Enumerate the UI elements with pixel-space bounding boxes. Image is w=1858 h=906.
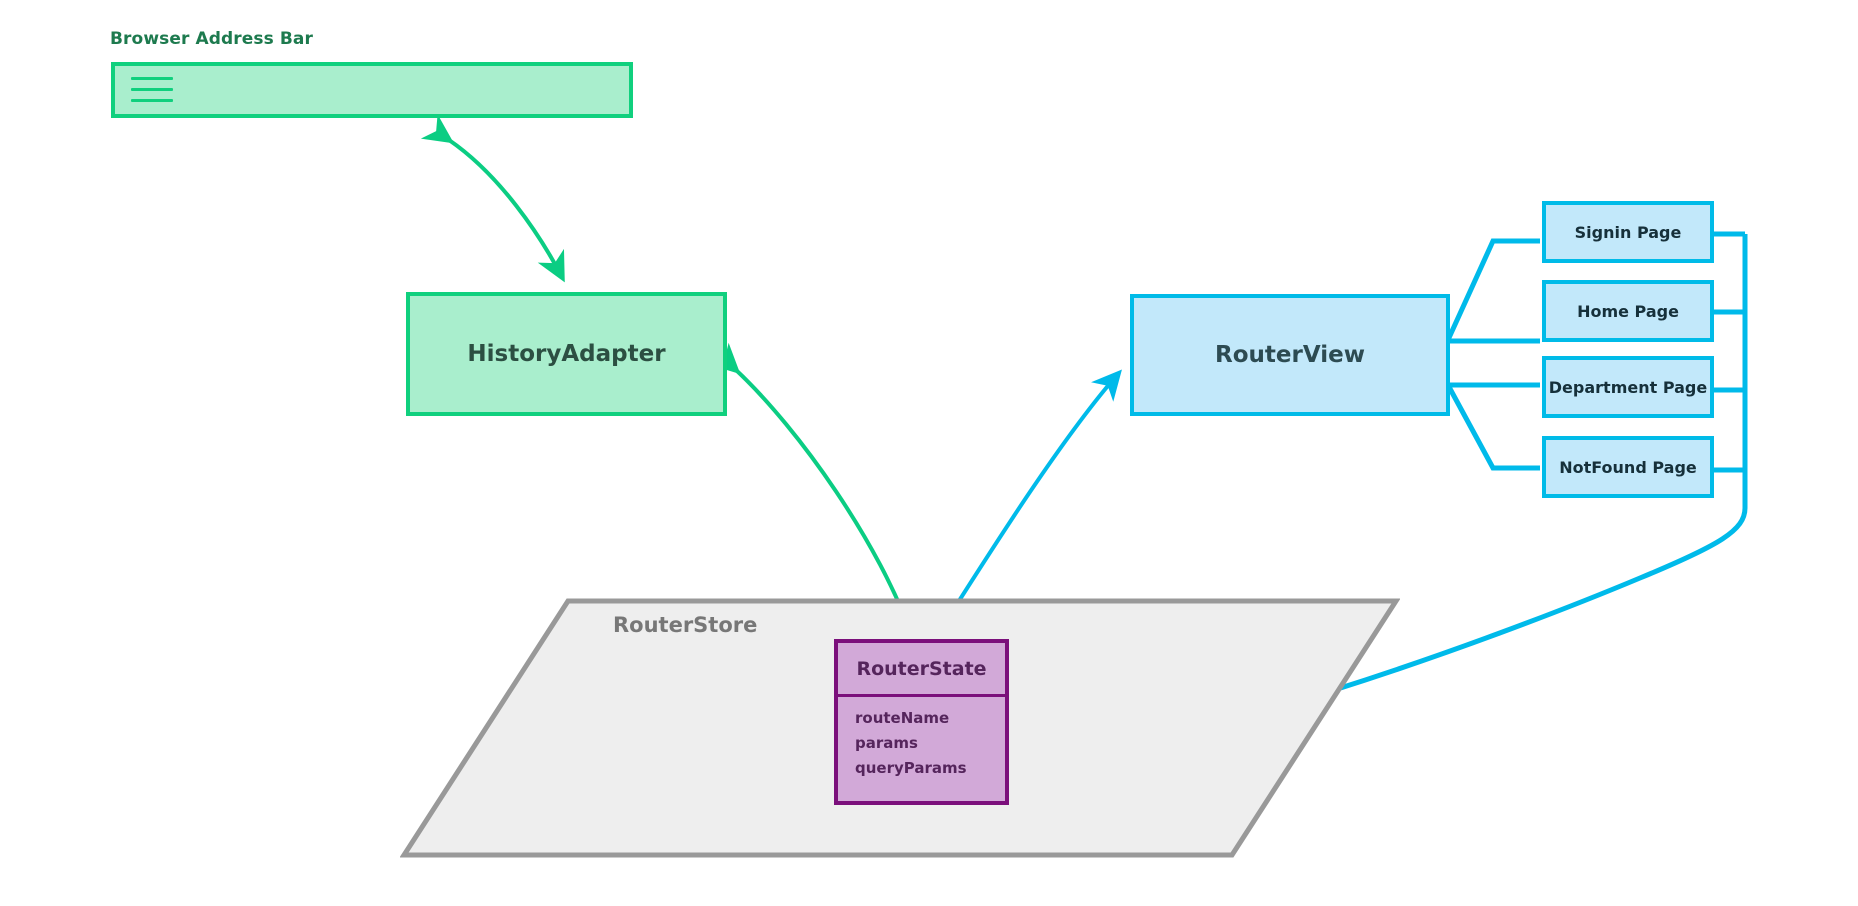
node-history-adapter[interactable]: HistoryAdapter [406, 292, 727, 416]
router-state-field-routename: routeName [855, 709, 950, 727]
node-page-department[interactable]: Department Page [1542, 356, 1714, 418]
wire-routerview-page-3 [1445, 383, 1540, 471]
node-router-view-label: RouterView [1215, 342, 1365, 368]
menu-icon [131, 77, 173, 110]
node-router-state-fields: routeName params queryParams [838, 697, 1005, 780]
node-page-home[interactable]: Home Page [1542, 280, 1714, 342]
router-state-field-params: params [855, 733, 918, 752]
router-state-field-queryparams: queryParams [855, 758, 967, 777]
node-page-signin[interactable]: Signin Page [1542, 201, 1714, 263]
node-page-department-label: Department Page [1548, 377, 1708, 397]
wire-addressbar-historyadapter [420, 114, 565, 283]
node-page-notfound[interactable]: NotFound Page [1542, 436, 1714, 498]
node-router-store-label: RouterStore [613, 613, 758, 637]
node-page-notfound-label: NotFound Page [1559, 457, 1697, 477]
node-page-signin-label: Signin Page [1574, 222, 1682, 242]
node-history-adapter-label: HistoryAdapter [467, 341, 666, 367]
node-router-state-title: RouterState [838, 643, 1005, 697]
node-router-state[interactable]: RouterState routeName params queryParams [834, 639, 1009, 805]
node-page-home-label: Home Page [1577, 301, 1679, 321]
browser-address-bar-label: Browser Address Bar [110, 29, 313, 49]
wire-routerview-page-0 [1445, 238, 1540, 342]
browser-address-bar[interactable] [111, 62, 633, 118]
node-router-view[interactable]: RouterView [1130, 294, 1450, 416]
